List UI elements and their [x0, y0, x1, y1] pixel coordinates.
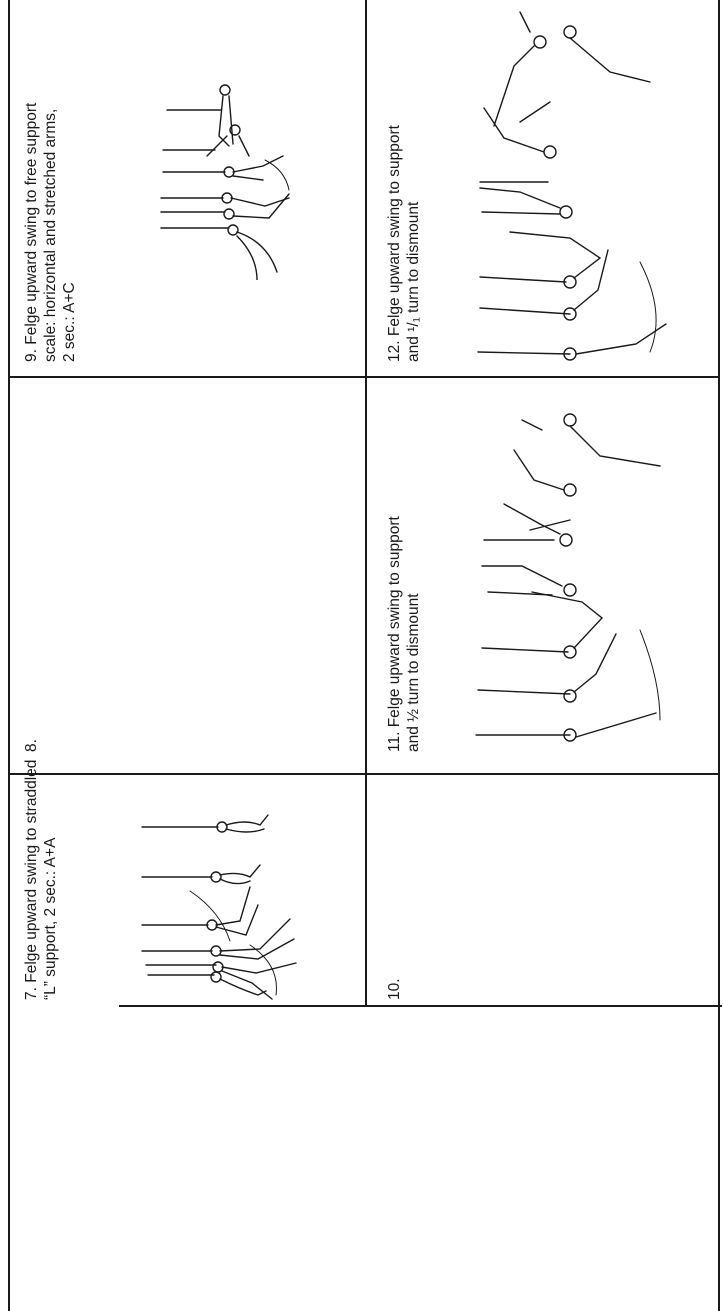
- caption-7: 7. Felge upward swing to straddled “L” s…: [22, 760, 60, 1000]
- right-border: [718, 0, 720, 1311]
- caption-8-line-1: 8.: [22, 739, 41, 752]
- ring-ropes-12: [478, 182, 570, 354]
- row-divider-2: [10, 773, 720, 775]
- figure-11-illustration: [470, 390, 670, 760]
- caption-9-line-3: 2 sec.: A+C: [60, 103, 79, 362]
- caption-12-line-1: 12. Felge upward swing to support: [385, 125, 404, 362]
- caption-9: 9. Felge upward swing to free support sc…: [22, 103, 79, 362]
- caption-8: 8.: [22, 739, 41, 752]
- column-divider-middle: [365, 0, 367, 1007]
- figure-12-illustration: [470, 2, 680, 362]
- ring-ropes-9: [161, 110, 229, 228]
- figure-9-illustration: [155, 80, 295, 280]
- row-divider-1: [10, 376, 720, 378]
- ring-ropes-7: [142, 827, 218, 975]
- caption-7-line-1: 7. Felge upward swing to straddled: [22, 760, 41, 1000]
- caption-11: 11. Felge upward swing to support and ½ …: [385, 516, 423, 752]
- caption-9-line-1: 9. Felge upward swing to free support: [22, 103, 41, 362]
- gymnast-figures-9: [207, 85, 289, 280]
- ring-ropes-11: [476, 540, 570, 735]
- left-border: [8, 0, 10, 1311]
- caption-9-line-2: scale: horizontal and stretched arms,: [41, 103, 60, 362]
- caption-12-line-2: and ¹/₁ turn to dismount: [404, 125, 423, 362]
- caption-10: 10.: [385, 978, 404, 1000]
- figure-7-illustration: [130, 795, 330, 1000]
- caption-11-line-2: and ½ turn to dismount: [404, 516, 423, 752]
- row-divider-bottom: [119, 1005, 722, 1007]
- caption-7-line-2: “L” support, 2 sec.: A+A: [41, 760, 60, 1000]
- caption-11-line-1: 11. Felge upward swing to support: [385, 516, 404, 752]
- gymnast-figures-12: [480, 12, 666, 360]
- caption-12: 12. Felge upward swing to support and ¹/…: [385, 125, 423, 362]
- caption-10-line-1: 10.: [385, 978, 404, 1000]
- gymnast-figures-7: [190, 815, 296, 999]
